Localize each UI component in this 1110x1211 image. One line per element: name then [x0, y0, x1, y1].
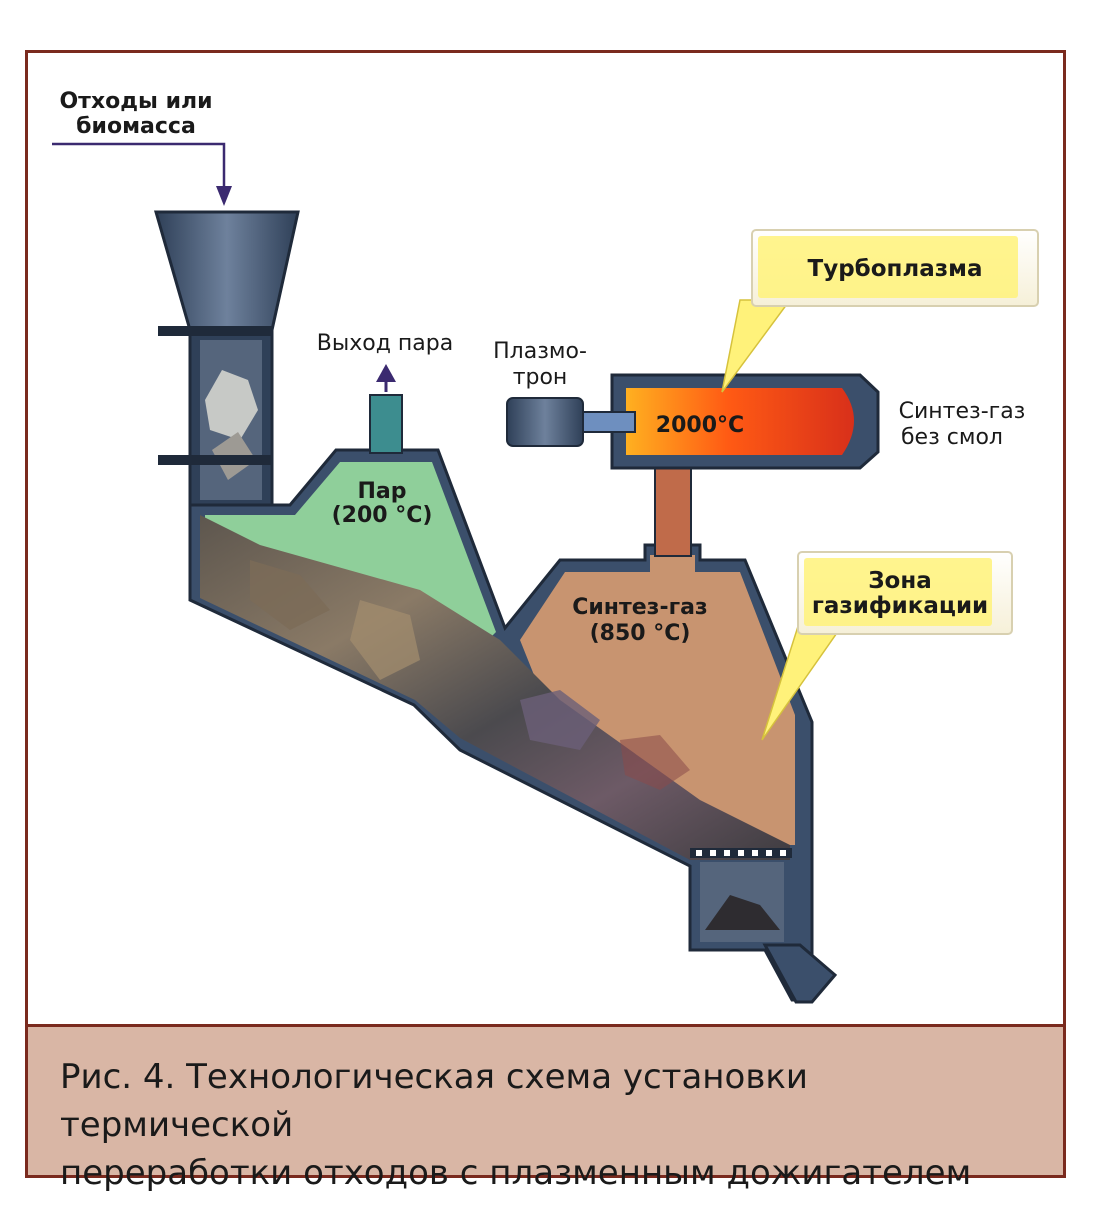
label-syngas-clean-line1: Синтез-газ [899, 399, 1026, 424]
label-steam-line2: (200 °C) [332, 503, 433, 528]
label-turboplasma: Турбоплазма [808, 256, 983, 282]
steam-outlet [369, 364, 403, 454]
steam-up-arrow-icon [376, 364, 396, 382]
ash-outlet [762, 943, 838, 1004]
label-steam-exit: Выход пара [317, 331, 453, 356]
gasification-zone-callout [761, 551, 1013, 741]
feed-arrow-icon [52, 142, 232, 206]
label-plasmotron-line2: трон [513, 365, 568, 390]
label-zone-line2: газификации [812, 593, 988, 619]
label-waste-line1: Отходы или [59, 89, 212, 114]
label-steam-line1: Пар [357, 479, 406, 504]
label-plasmotron-line1: Плазмо- [493, 339, 587, 364]
caption-line-1: Рис. 4. Технологическая схема установки … [60, 1057, 808, 1145]
label-waste-line2: биомасса [76, 114, 196, 139]
gasification-chamber [520, 555, 795, 845]
furnace-body [188, 448, 814, 1002]
gas-duct [654, 463, 692, 557]
caption-box: Рис. 4. Технологическая схема установки … [28, 1024, 1063, 1193]
plasma-chamber [610, 373, 880, 470]
label-temp-2000: 2000°C [656, 413, 744, 438]
label-syngas-clean-line2: без смол [901, 425, 1003, 450]
label-syngas-line2: (850 °C) [590, 621, 691, 646]
figure-caption: Рис. 4. Технологическая схема установки … [60, 1053, 1040, 1197]
caption-line-2: переработки отходов с плазменным дожигат… [60, 1153, 972, 1193]
label-zone-line1: Зона [868, 568, 932, 594]
turboplasma-callout [721, 229, 1039, 393]
plasmotron-torch [506, 397, 636, 447]
label-syngas-line1: Синтез-газ [572, 595, 707, 620]
feed-hopper [154, 210, 300, 512]
